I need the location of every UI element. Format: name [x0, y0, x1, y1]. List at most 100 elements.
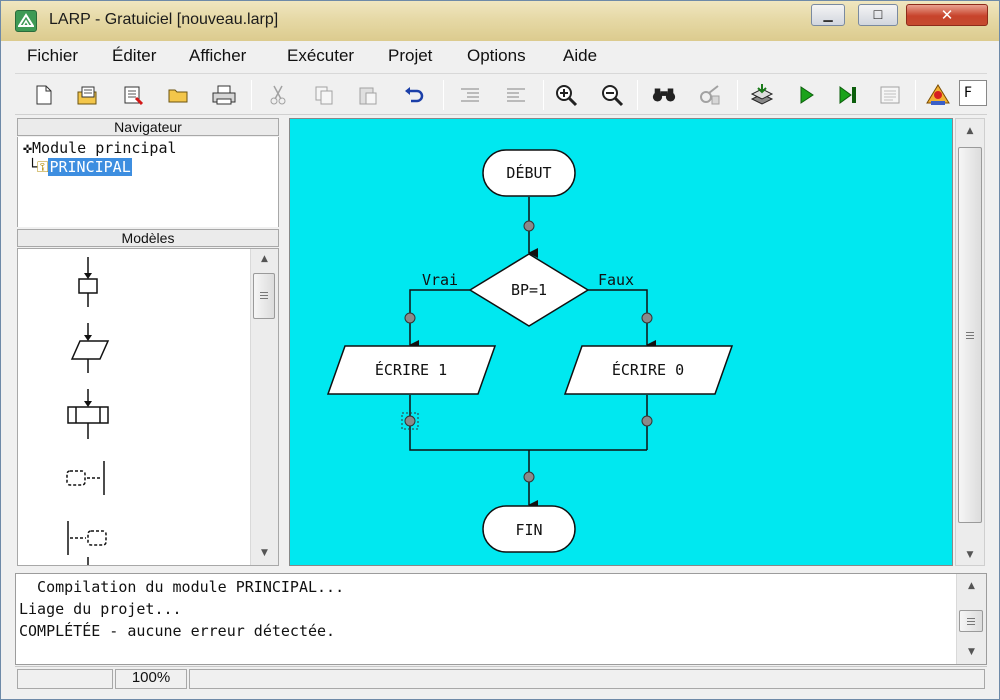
- open-file-button[interactable]: [75, 82, 101, 108]
- menu-executer[interactable]: Exécuter: [287, 46, 355, 65]
- indent-button[interactable]: [457, 82, 483, 108]
- output-line: Compilation du module PRINCIPAL...: [19, 578, 345, 596]
- status-cell-info: [189, 669, 985, 689]
- output-line: Liage du projet...: [19, 600, 182, 618]
- tree-child-label: PRINCIPAL: [48, 158, 132, 176]
- print-icon: [212, 85, 236, 105]
- maximize-button[interactable]: ☐: [858, 4, 898, 26]
- model-comment-left-icon[interactable]: [60, 451, 116, 505]
- model-comment-right-icon[interactable]: [60, 511, 116, 565]
- model-more-icon: [87, 557, 89, 565]
- close-button[interactable]: ✕: [906, 4, 988, 26]
- model-process-icon[interactable]: [60, 255, 116, 309]
- outdent-button[interactable]: [503, 82, 529, 108]
- help-icon: [926, 84, 950, 105]
- models-scroll-thumb[interactable]: [253, 273, 275, 319]
- write-true-node[interactable]: ÉCRIRE 1: [326, 345, 497, 395]
- write-true-label: ÉCRIRE 1: [375, 360, 447, 379]
- save-file-button[interactable]: [121, 82, 147, 108]
- zoom-level: 100%: [131, 669, 171, 686]
- help-button[interactable]: [925, 82, 951, 108]
- write-false-node[interactable]: ÉCRIRE 0: [563, 345, 734, 395]
- menu-bar: Fichier Éditer Afficher Exécuter Projet …: [15, 42, 987, 70]
- compile-button[interactable]: [749, 82, 775, 108]
- zoom-in-button[interactable]: [553, 82, 579, 108]
- tree-child-item[interactable]: └⚿PRINCIPAL: [28, 158, 132, 176]
- find-button[interactable]: [651, 82, 677, 108]
- expand-icon[interactable]: ✜: [23, 139, 33, 157]
- tree-connector-icon: └: [28, 158, 38, 176]
- menu-aide[interactable]: Aide: [563, 46, 598, 65]
- console-icon: [880, 86, 900, 104]
- canvas-scroll-down-icon[interactable]: ▼: [966, 550, 974, 560]
- larp-logo-icon: [15, 10, 37, 32]
- canvas-scroll-up-icon[interactable]: ▲: [966, 126, 974, 136]
- copy-icon: [315, 86, 333, 105]
- flowchart-canvas[interactable]: DÉBUT BP=1 Vrai Faux ÉCRIRE 1 ÉCRIRE 0 F…: [289, 118, 953, 566]
- menu-editer[interactable]: Éditer: [112, 46, 157, 65]
- paste-icon: [359, 87, 377, 105]
- step-button[interactable]: [835, 82, 861, 108]
- status-cell-zoom: [115, 669, 187, 689]
- cut-icon: [270, 85, 286, 105]
- output-line: COMPLÉTÉE - aucune erreur détectée.: [19, 622, 336, 640]
- model-subroutine-icon[interactable]: [60, 387, 116, 441]
- menu-projet[interactable]: Projet: [388, 46, 433, 65]
- zoom-out-button[interactable]: [599, 82, 625, 108]
- output-scroll-thumb[interactable]: [959, 610, 983, 632]
- canvas-scrollbar[interactable]: ▲ ▼: [955, 118, 985, 566]
- scroll-down-icon[interactable]: ▼: [261, 548, 268, 558]
- window-title: LARP - Gratuiciel [nouveau.larp]: [49, 11, 279, 28]
- run-icon: [800, 86, 814, 104]
- output-scrollbar[interactable]: ▲ ▼: [956, 574, 986, 664]
- find-icon: [652, 88, 676, 102]
- undo-button[interactable]: [401, 82, 427, 108]
- zoom-in-icon: [556, 85, 578, 107]
- new-file-button[interactable]: [31, 82, 57, 108]
- decision-label: BP=1: [511, 281, 547, 299]
- open-file-icon: [77, 86, 97, 105]
- run-button[interactable]: [793, 82, 819, 108]
- maximize-icon: ☐: [872, 8, 884, 22]
- menu-options[interactable]: Options: [467, 46, 526, 65]
- folder-button[interactable]: [165, 82, 191, 108]
- end-node[interactable]: FIN: [482, 505, 576, 553]
- minimize-button[interactable]: ▁: [811, 4, 845, 26]
- save-file-icon: [124, 86, 144, 106]
- replace-icon: [700, 85, 720, 105]
- new-file-icon: [36, 85, 52, 105]
- output-scroll-up-icon[interactable]: ▲: [968, 581, 975, 591]
- close-icon: ✕: [940, 6, 954, 24]
- true-branch-label: Vrai: [422, 271, 458, 289]
- models-scrollbar[interactable]: ▲ ▼: [250, 249, 278, 565]
- outdent-icon: [507, 88, 525, 102]
- menu-fichier[interactable]: Fichier: [27, 46, 79, 65]
- end-label: FIN: [515, 521, 542, 539]
- folder-icon: [168, 89, 188, 103]
- model-io-icon[interactable]: [60, 321, 116, 375]
- write-false-label: ÉCRIRE 0: [612, 360, 684, 379]
- copy-button[interactable]: [311, 82, 337, 108]
- menu-afficher[interactable]: Afficher: [189, 46, 247, 65]
- tree-root-item[interactable]: ✜Module principal: [23, 139, 177, 157]
- zoom-out-icon: [602, 85, 624, 107]
- undo-icon: [405, 87, 424, 103]
- decision-node[interactable]: BP=1: [468, 253, 590, 327]
- paste-button[interactable]: [355, 82, 381, 108]
- print-button[interactable]: [211, 82, 237, 108]
- start-label: DÉBUT: [506, 163, 551, 182]
- canvas-scroll-thumb[interactable]: [958, 147, 982, 523]
- console-button[interactable]: [877, 82, 903, 108]
- start-node[interactable]: DÉBUT: [482, 149, 576, 197]
- toolbar-field[interactable]: F: [959, 80, 987, 106]
- output-scroll-down-icon[interactable]: ▼: [968, 647, 975, 657]
- replace-button[interactable]: [697, 82, 723, 108]
- models-palette: ▲ ▼: [17, 248, 279, 566]
- title-bar[interactable]: LARP - Gratuiciel [nouveau.larp] ▁ ☐ ✕: [1, 1, 999, 41]
- status-cell-empty: [17, 669, 113, 689]
- indent-icon: [461, 88, 479, 102]
- scroll-up-icon[interactable]: ▲: [261, 254, 268, 264]
- cut-button[interactable]: [265, 82, 291, 108]
- navigator-tree: ✜Module principal └⚿PRINCIPAL: [17, 137, 279, 227]
